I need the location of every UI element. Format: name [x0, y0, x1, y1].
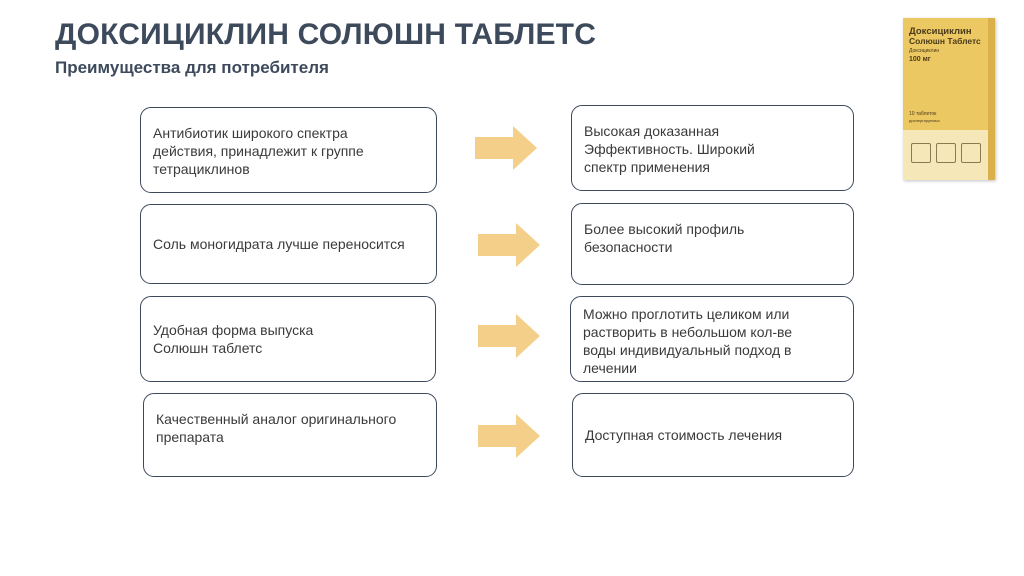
product-package-image: Доксициклин Солюшн Таблетс Доксициклин 1… — [903, 18, 995, 180]
package-band — [903, 130, 988, 180]
feature-text: Антибиотик широкого спектра действия, пр… — [153, 125, 364, 177]
result-text: Высокая доказанная Эффективность. Широки… — [584, 123, 755, 175]
dissolve-glass-icon — [911, 143, 931, 163]
package-inn: Доксициклин — [909, 48, 940, 54]
water-glass-icon — [936, 143, 956, 163]
feature-text: Соль моногидрата лучше переносится — [153, 236, 405, 252]
result-text: Можно проглотить целиком или растворить … — [583, 306, 793, 376]
benefit-feature-box: Соль моногидрата лучше переносится — [140, 204, 437, 284]
package-form: диспергируемых — [909, 118, 940, 123]
package-side — [988, 18, 995, 180]
package-name: Доксициклин — [909, 26, 972, 37]
feature-text: Качественный аналог оригинального препар… — [156, 411, 397, 445]
feature-text: Удобная форма выпуска Солюшн таблетс — [153, 322, 314, 356]
package-subname: Солюшн Таблетс — [909, 36, 981, 46]
package-dose: 100 мг — [909, 56, 931, 63]
result-text: Доступная стоимость лечения — [585, 427, 783, 443]
tablet-icon — [961, 143, 981, 163]
benefit-feature-box: Качественный аналог оригинального препар… — [143, 393, 437, 477]
page-title: ДОКСИЦИКЛИН СОЛЮШН ТАБЛЕТС — [55, 18, 597, 51]
benefit-result-box: Можно проглотить целиком или растворить … — [570, 296, 854, 382]
arrow-right-icon — [478, 414, 540, 458]
result-text: Более высокий профиль безопасности — [584, 221, 745, 255]
benefit-result-box: Высокая доказанная Эффективность. Широки… — [571, 105, 854, 191]
arrow-right-icon — [478, 223, 540, 267]
arrow-right-icon — [475, 126, 537, 170]
benefit-result-box: Более высокий профиль безопасности — [571, 203, 854, 285]
package-count: 10 таблеток — [909, 111, 937, 117]
benefit-feature-box: Удобная форма выпуска Солюшн таблетс — [140, 296, 436, 382]
page-subtitle: Преимущества для потребителя — [55, 58, 329, 77]
arrow-right-icon — [478, 314, 540, 358]
benefit-feature-box: Антибиотик широкого спектра действия, пр… — [140, 107, 437, 193]
benefit-result-box: Доступная стоимость лечения — [572, 393, 854, 477]
